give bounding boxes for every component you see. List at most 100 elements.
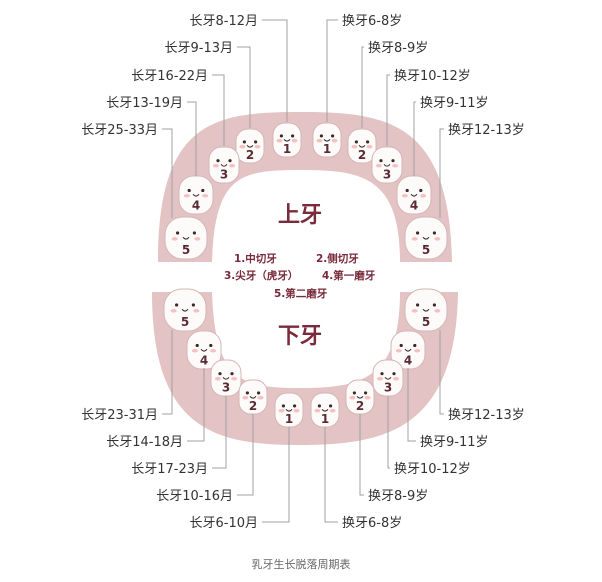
upper-left-tooth-1-mouth bbox=[283, 138, 291, 142]
lower-right-tooth-4-eye-1 bbox=[399, 343, 403, 348]
upper-left-label-4: 长牙13-19月 bbox=[106, 96, 183, 111]
upper-right-tooth-1-eye-1 bbox=[319, 134, 323, 138]
legend-item-4: 4.第一磨牙 bbox=[322, 269, 376, 282]
upper-right-tooth-5-number: 5 bbox=[422, 243, 430, 257]
upper-left-leader-5 bbox=[162, 128, 173, 218]
upper-left-tooth-2-eye-2 bbox=[254, 140, 258, 144]
upper-right-tooth-5-eye-2 bbox=[432, 231, 436, 235]
upper-left-tooth-3-mouth bbox=[220, 163, 228, 167]
upper-left-tooth-3-cheek-1 bbox=[212, 163, 219, 168]
upper-left-tooth-5-eye-1 bbox=[176, 231, 180, 235]
lower-right-tooth-5-eye-1 bbox=[416, 303, 420, 307]
lower-left-label-4: 长牙14-18月 bbox=[106, 435, 183, 450]
legend-item-1: 1.中切牙 bbox=[234, 252, 277, 265]
upper-left-tooth-4-cheek-2 bbox=[202, 193, 209, 198]
upper-left-tooth-3-eye-2 bbox=[228, 159, 232, 163]
upper-right-leader-2 bbox=[361, 46, 364, 128]
lower-right-tooth-4-eye-2 bbox=[413, 343, 417, 348]
lower-left-leader-2 bbox=[237, 414, 254, 496]
upper-left-tooth-2-number: 2 bbox=[246, 148, 254, 162]
diagram-caption: 乳牙生长脱落周期表 bbox=[251, 558, 351, 571]
lower-left-tooth-2-mouth bbox=[249, 395, 257, 399]
lower-right-tooth-5-cheek-2 bbox=[434, 309, 441, 313]
lower-right-label-5: 换牙12-13岁 bbox=[448, 408, 525, 423]
upper-left-tooth-4-eye-2 bbox=[201, 188, 205, 193]
lower-left-tooth-2-number: 2 bbox=[249, 399, 257, 413]
lower-left-tooth-4-eye-2 bbox=[209, 343, 213, 348]
lower-right-tooth-3-eye-1 bbox=[380, 372, 384, 376]
upper-left-tooth-1-cheek-1 bbox=[276, 138, 283, 143]
upper-right-tooth-1-cheek-1 bbox=[316, 138, 323, 143]
upper-left-tooth-4-number: 4 bbox=[192, 198, 200, 212]
lower-right-label-2: 换牙8-9岁 bbox=[368, 489, 428, 504]
lower-left-tooth-4-cheek-2 bbox=[210, 348, 217, 353]
upper-right-leader-4 bbox=[413, 101, 416, 176]
upper-right-tooth-2: 2 bbox=[347, 128, 377, 164]
legend-item-3: 3.尖牙（虎牙） bbox=[224, 269, 298, 282]
lower-left-tooth-5-eye-2 bbox=[191, 303, 195, 307]
upper-right-tooth-3-cheek-2 bbox=[392, 163, 399, 168]
lower-left-tooth-3-eye-1 bbox=[218, 372, 222, 376]
upper-right-tooth-3-body bbox=[371, 146, 403, 184]
lower-right-tooth-4-number: 4 bbox=[404, 353, 412, 367]
upper-left-tooth-1-body bbox=[272, 122, 302, 158]
upper-right-tooth-5-eye-1 bbox=[416, 231, 420, 235]
legend-item-5: 5.第二磨牙 bbox=[274, 287, 328, 300]
lower-right-tooth-4-cheek-1 bbox=[395, 348, 402, 353]
upper-left-tooth-2-cheek-1 bbox=[239, 144, 246, 149]
mouth-inner bbox=[215, 172, 398, 386]
lower-left-tooth-5-eye-1 bbox=[175, 303, 179, 307]
lower-right-tooth-2-mouth bbox=[356, 395, 364, 399]
lower-right-tooth-5-cheek-1 bbox=[411, 309, 418, 313]
upper-right-tooth-5-body bbox=[404, 216, 448, 260]
upper-teeth-title: 上牙 bbox=[278, 203, 322, 228]
lower-right-leader-4 bbox=[407, 368, 416, 442]
upper-left-tooth-1: 1 bbox=[272, 122, 302, 158]
upper-right-tooth-2-body bbox=[347, 128, 377, 164]
lower-left-tooth-5: 5 bbox=[163, 288, 207, 332]
upper-left-tooth-4: 4 bbox=[178, 175, 214, 215]
lower-left-tooth-1-number: 1 bbox=[285, 412, 293, 426]
lower-left-tooth-3: 3 bbox=[210, 359, 242, 397]
lower-left-tooth-5-mouth bbox=[181, 308, 189, 312]
lower-right-tooth-2-number: 2 bbox=[356, 399, 364, 413]
lower-left-tooth-4-number: 4 bbox=[200, 353, 208, 367]
lower-right-tooth-1-cheek-2 bbox=[329, 408, 336, 413]
upper-right-tooth-1-body bbox=[312, 122, 342, 158]
lower-right-tooth-1: 1 bbox=[310, 392, 340, 428]
lower-left-tooth-1: 1 bbox=[274, 392, 304, 428]
upper-right-tooth-3: 3 bbox=[371, 146, 403, 184]
upper-right-tooth-1-mouth bbox=[323, 138, 331, 142]
lower-left-tooth-4-mouth bbox=[200, 348, 208, 352]
upper-right-tooth-1-cheek-2 bbox=[331, 138, 338, 143]
upper-right-tooth-4-eye-2 bbox=[419, 188, 423, 193]
upper-left-tooth-2-eye-1 bbox=[242, 140, 246, 144]
upper-left-tooth-5: 5 bbox=[164, 216, 208, 260]
lower-left-leader-5 bbox=[162, 330, 173, 415]
upper-right-tooth-3-eye-1 bbox=[379, 159, 383, 163]
lower-left-tooth-4-eye-1 bbox=[195, 343, 199, 348]
lower-right-label-1: 换牙6-8岁 bbox=[342, 516, 402, 531]
lower-left-tooth-3-cheek-1 bbox=[214, 376, 221, 381]
legend-item-2: 2.侧切牙 bbox=[316, 252, 359, 265]
lower-left-label-3: 长牙17-23月 bbox=[131, 462, 208, 477]
lower-right-tooth-3-cheek-1 bbox=[376, 376, 383, 381]
upper-right-tooth-4-number: 4 bbox=[410, 198, 418, 212]
upper-right-tooth-3-number: 3 bbox=[383, 168, 391, 182]
lower-right-tooth-1-mouth bbox=[321, 408, 329, 412]
lower-left-tooth-1-eye-2 bbox=[293, 404, 297, 408]
lower-left-tooth-3-cheek-2 bbox=[231, 376, 238, 381]
lower-left-tooth-3-mouth bbox=[222, 376, 230, 380]
upper-right-tooth-5-mouth bbox=[422, 236, 430, 240]
lower-left-tooth-5-cheek-2 bbox=[193, 309, 200, 313]
upper-left-tooth-3-number: 3 bbox=[220, 168, 228, 182]
upper-left-tooth-3-eye-1 bbox=[216, 159, 220, 163]
upper-right-tooth-2-eye-1 bbox=[354, 140, 358, 144]
upper-right-tooth-3-cheek-1 bbox=[375, 163, 382, 168]
upper-left-tooth-1-eye-2 bbox=[291, 134, 295, 138]
lower-right-label-3: 换牙10-12岁 bbox=[394, 462, 471, 477]
upper-right-tooth-5-cheek-1 bbox=[411, 237, 418, 241]
upper-right-label-2: 换牙8-9岁 bbox=[368, 41, 428, 56]
upper-left-label-1: 长牙8-12月 bbox=[189, 14, 258, 29]
